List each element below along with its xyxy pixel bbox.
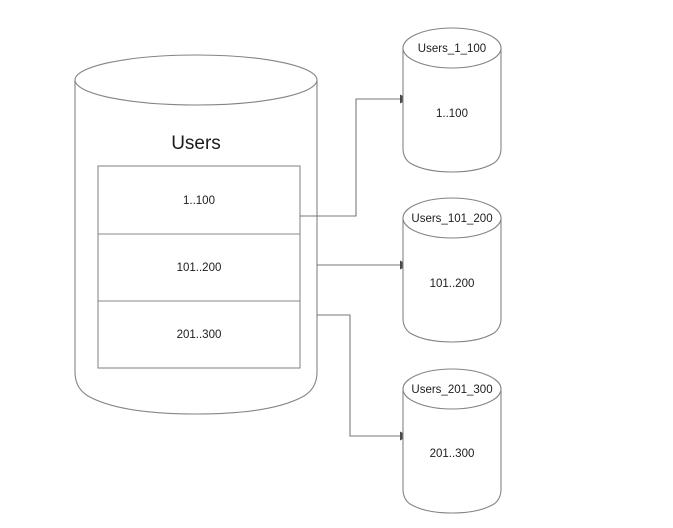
shard-3-body bbox=[402, 388, 502, 514]
shard-cylinder-3[interactable]: Users_201_300 201..300 bbox=[402, 368, 502, 514]
shard-2-body bbox=[402, 217, 502, 343]
shard-1-body-label: 1..100 bbox=[436, 108, 468, 120]
partition-row-label-2: 101..200 bbox=[177, 262, 222, 274]
partition-table: 1..100 101..200 201..300 bbox=[97, 165, 301, 369]
shard-1-title: Users_1_100 bbox=[418, 43, 486, 55]
shard-3-title: Users_201_300 bbox=[411, 384, 492, 396]
shard-cylinder-2[interactable]: Users_101_200 101..200 bbox=[402, 197, 502, 343]
partition-row-label-1: 1..100 bbox=[183, 195, 215, 207]
connector-to-shard-3 bbox=[317, 314, 400, 437]
source-cylinder-top-ellipse bbox=[74, 54, 318, 106]
connector-to-shard-1 bbox=[300, 98, 400, 217]
shard-1-body bbox=[402, 47, 502, 173]
shard-3-top-ellipse bbox=[402, 368, 502, 410]
partition-table-outline bbox=[97, 165, 301, 369]
partition-row-label-3: 201..300 bbox=[177, 329, 222, 341]
shard-3-body-label: 201..300 bbox=[430, 448, 475, 460]
shard-cylinder-1[interactable]: Users_1_100 1..100 bbox=[402, 27, 502, 173]
shard-2-top-ellipse bbox=[402, 197, 502, 239]
shard-2-title: Users_101_200 bbox=[411, 213, 492, 225]
source-title: Users bbox=[171, 133, 221, 154]
shard-1-top-ellipse bbox=[402, 27, 502, 69]
shard-2-body-label: 101..200 bbox=[430, 278, 475, 290]
